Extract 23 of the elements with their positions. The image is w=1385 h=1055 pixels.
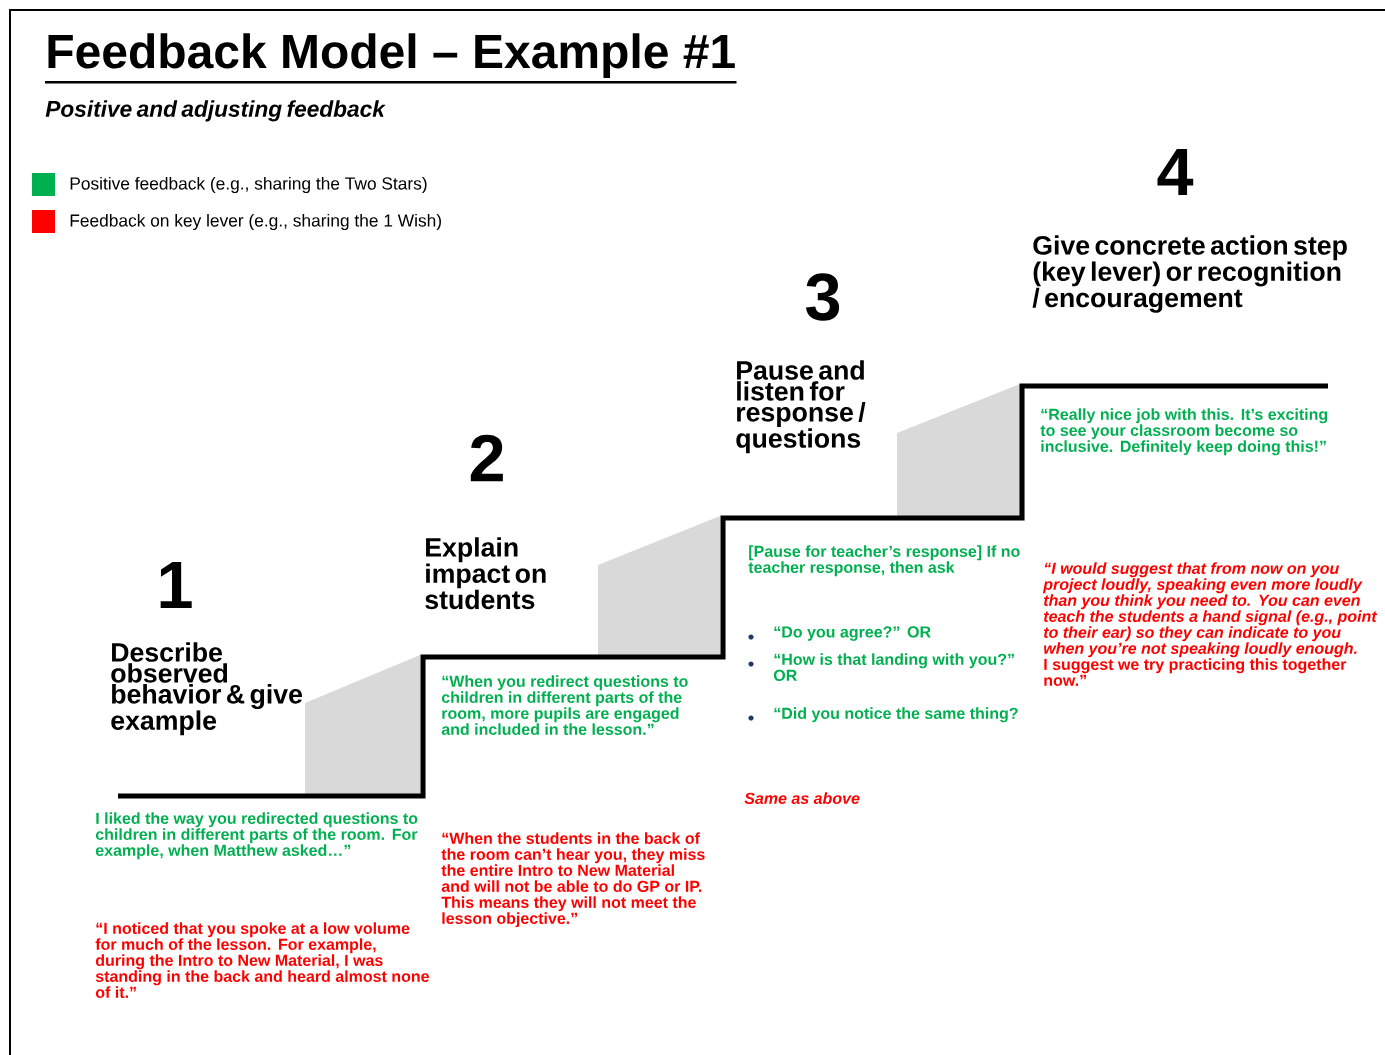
step-heading: Give concrete action step (key lever) or recognition / encouragement (1032, 235, 1347, 313)
subtitle: Positive and adjusting feedback (45, 100, 386, 122)
feedback-quote: I liked the way you redirected questions to children in different parts of the room. For example, when Matthew asked…” (95, 812, 418, 860)
bullet-item: “How is that landing with you?” OR (748, 653, 1014, 681)
bullet-item: “Do you agree?” OR (748, 626, 931, 641)
step-number: 3 (806, 273, 840, 321)
feedback-quote: “Really nice job with this. It’s exciting to see your classroom become so inclusive. Definitely keep doing this!” (1040, 408, 1328, 456)
step-number: 1 (160, 562, 192, 608)
step-heading: Explain impact on students (425, 537, 546, 610)
feedback-quote: Same as above (744, 792, 860, 804)
step-heading: Pause and listen for response / questions (736, 360, 866, 454)
title: Feedback Model – Example #1 (45, 33, 737, 84)
step-heading: Describe observed behavior & give example (111, 642, 302, 736)
bullet-item: “Did you notice the same thing? (748, 707, 1018, 723)
instruction-text: [Pause for teacher’s response] If no teacher response, then ask (748, 545, 1020, 577)
step-number: 4 (1157, 149, 1194, 195)
feedback-quote: “When you redirect questions to children in different parts of the room, more pupils are engaged and included in the lesson.” (441, 675, 688, 735)
feedback-quote: “When the students in the back of the room can’t hear you, they miss the entire Intro to New Material and will not be able to do GP or IP. This means they will not meet the lesson objective.” (441, 832, 705, 928)
step-number: 2 (470, 434, 503, 482)
legend-label: Positive feedback (e.g., sharing the Two Stars) (70, 176, 427, 194)
legend-label: Feedback on key lever (e.g., sharing the 1 Wish) (70, 213, 441, 231)
feedback-quote: “I would suggest that from now on you project loudly, speaking even more loudly than you think you need to. You can even teach the students a hand signal (e.g., point to their ear) so they can indicate to you when you’re not speaking loudly enough. I suggest we try practicing this together now.” (1042, 562, 1378, 686)
feedback-quote: “I noticed that you spoke at a low volume for much of the lesson. For example, during the Intro to New Material, I was standing in the back and heard almost none of it.” (95, 922, 429, 998)
